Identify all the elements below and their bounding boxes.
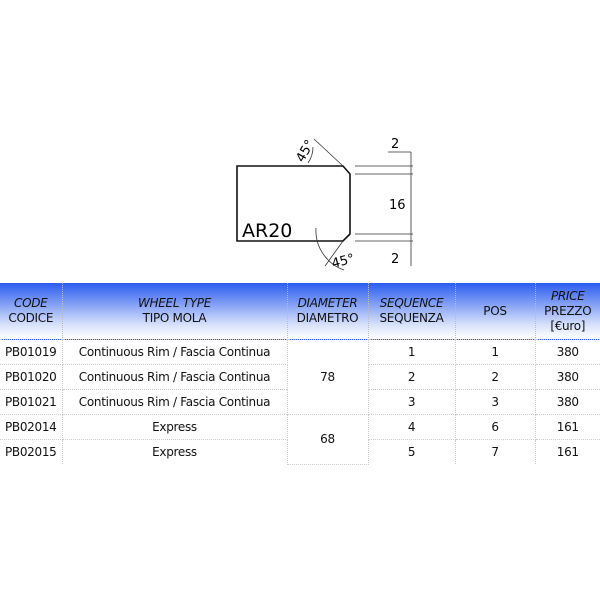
pos-cell: 2 (454, 364, 536, 390)
code-cell: PB02015 (0, 439, 63, 464)
profile-label: AR20 (242, 220, 292, 242)
type-cell: Continuous Rim / Fascia Continua (61, 389, 288, 415)
table-row: PB02014 Express 68 4 6 161 (0, 414, 600, 465)
seq-cell: 3 (367, 389, 456, 415)
pos-cell: 3 (454, 389, 536, 415)
code-cell: PB01021 (0, 389, 63, 415)
price-cell: 161 (534, 439, 600, 464)
type-cell: Express (61, 414, 288, 440)
angle-bottom-label: 45° (330, 251, 356, 271)
table-row: PB01020 Continuous Rim / Fascia Continua… (0, 364, 600, 390)
pos-cell: 6 (454, 414, 536, 440)
seq-cell: 4 (367, 414, 456, 440)
code-cell: PB01019 (0, 339, 63, 365)
diameter-cell: 68 (286, 414, 369, 465)
price-cell: 380 (534, 364, 600, 390)
pos-cell: 7 (454, 439, 536, 464)
seq-cell: 1 (367, 339, 456, 365)
diameter-cell: 78 (286, 339, 369, 415)
pos-cell: 1 (454, 339, 536, 365)
table-row: PB02015 Express 5 7 161 (0, 439, 600, 464)
angle-top-label: 45° (293, 138, 318, 165)
type-cell: Continuous Rim / Fascia Continua (61, 339, 288, 365)
dim-top-label: 2 (391, 137, 399, 152)
code-cell: PB01020 (0, 364, 63, 390)
price-cell: 380 (534, 389, 600, 415)
price-cell: 380 (534, 339, 600, 365)
table-row: PB01021 Continuous Rim / Fascia Continua… (0, 389, 600, 415)
seq-cell: 2 (367, 364, 456, 390)
dim-bottom-label: 2 (391, 252, 399, 267)
dim-middle-label: 16 (389, 198, 406, 213)
type-cell: Express (61, 439, 288, 464)
header-pos: POS (454, 283, 535, 340)
code-cell: PB02014 (0, 414, 63, 440)
seq-cell: 5 (367, 439, 456, 464)
price-cell: 161 (534, 414, 600, 440)
table-row: PB01019 Continuous Rim / Fascia Continua… (0, 339, 600, 415)
wheel-profile-drawing: AR20 45° 45° 2 16 2 (236, 137, 413, 272)
type-cell: Continuous Rim / Fascia Continua (61, 364, 288, 390)
